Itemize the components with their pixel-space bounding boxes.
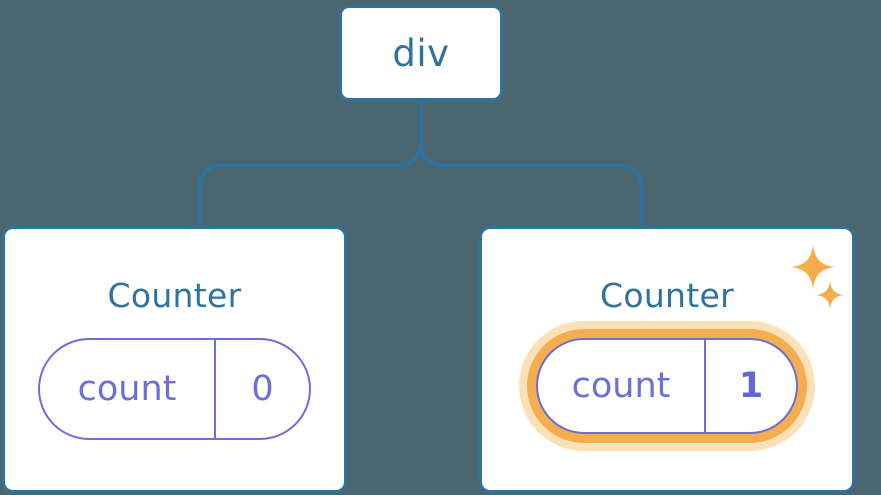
counter-right-state-key: count bbox=[571, 365, 671, 406]
node-div-label: div bbox=[392, 31, 450, 75]
counter-right-state-pill[interactable]: count 1 bbox=[536, 338, 798, 434]
counter-left-pill-divider bbox=[214, 340, 216, 438]
node-counter-left[interactable]: Counter count 0 bbox=[2, 226, 347, 493]
counter-left-title: Counter bbox=[107, 276, 242, 315]
counter-left-state-key: count bbox=[77, 368, 177, 409]
counter-left-state-pill[interactable]: count 0 bbox=[38, 338, 311, 440]
counter-left-state-value: 0 bbox=[251, 368, 274, 409]
counter-right-state-pill-wrap: count 1 bbox=[519, 321, 815, 451]
counter-right-pill-divider bbox=[704, 340, 706, 432]
edge-root-to-counter-left bbox=[198, 99, 423, 230]
counter-right-state-value: 1 bbox=[738, 365, 764, 406]
counter-right-title: Counter bbox=[600, 276, 734, 315]
sparkle-icon-small bbox=[816, 281, 844, 309]
node-counter-right[interactable]: Counter count 1 bbox=[479, 226, 855, 493]
edge-root-to-counter-right bbox=[419, 99, 644, 230]
sparkle-icon-large bbox=[791, 245, 835, 289]
counter-left-state-pill-wrap: count 0 bbox=[38, 338, 311, 440]
node-div[interactable]: div bbox=[339, 5, 503, 101]
